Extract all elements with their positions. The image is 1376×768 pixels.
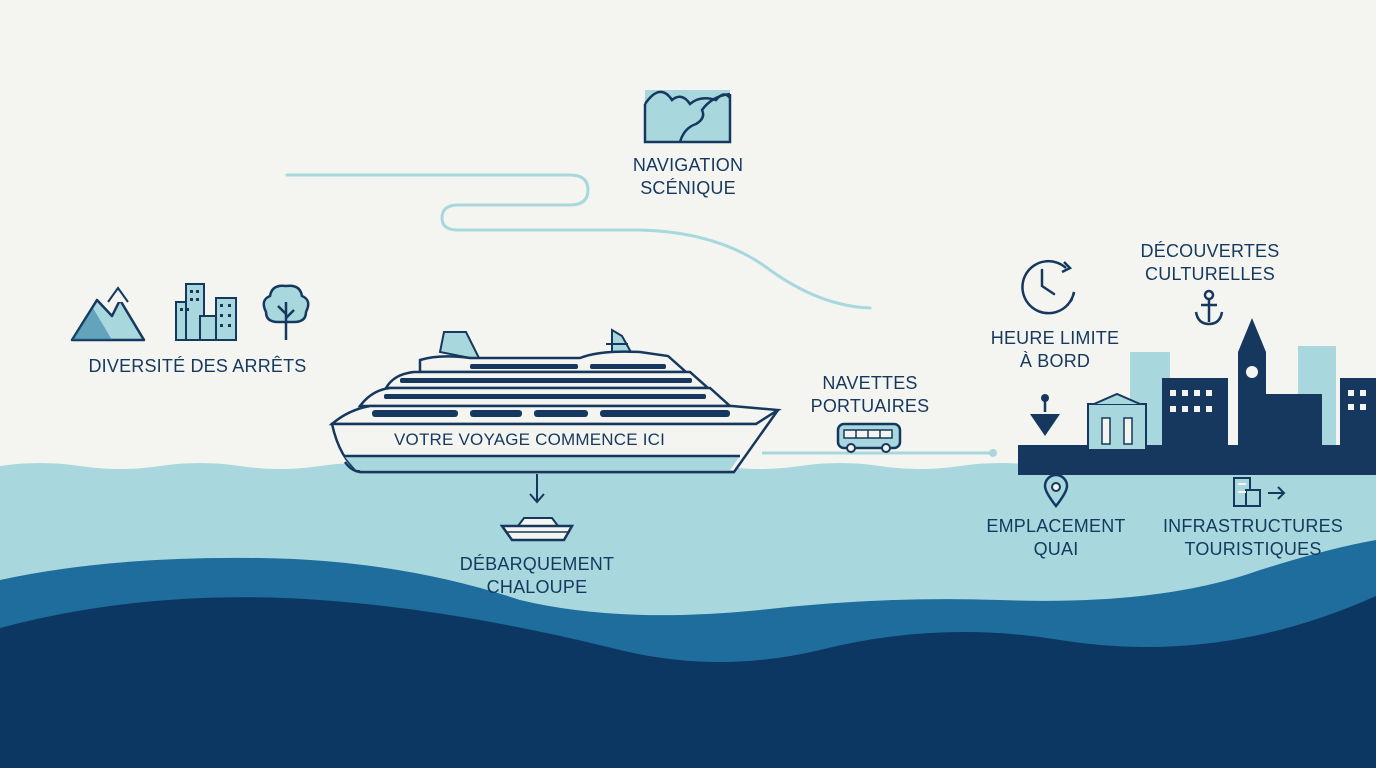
down-arrow-icon bbox=[529, 474, 545, 504]
city-skyline bbox=[1018, 318, 1376, 475]
label-tourist-infrastructure: INFRASTRUCTURES TOURISTIQUES bbox=[1153, 515, 1353, 561]
label-scenic-navigation: NAVIGATION SCÉNIQUE bbox=[588, 154, 788, 200]
pier-pointer-icon bbox=[1030, 394, 1060, 436]
bus-icon bbox=[836, 422, 902, 453]
fjord-icon bbox=[643, 90, 732, 144]
anchor-icon bbox=[1194, 289, 1224, 326]
route-line bbox=[285, 173, 872, 310]
label-pier-location: EMPLACEMENT QUAI bbox=[966, 515, 1146, 561]
label-tender-line-1: DÉBARQUEMENT bbox=[459, 554, 615, 574]
label-scenic-line-2: SCÉNIQUE bbox=[640, 178, 736, 198]
label-cutoff-line-2: À BORD bbox=[1019, 351, 1091, 371]
label-port-shuttles: NAVETTES PORTUAIRES bbox=[790, 372, 950, 418]
label-infra-line-2: TOURISTIQUES bbox=[1184, 539, 1322, 559]
mountain-icon bbox=[70, 286, 146, 342]
label-pier-line-2: QUAI bbox=[1033, 539, 1079, 559]
ship-banner-text: VOTRE VOYAGE COMMENCE ICI bbox=[394, 430, 666, 449]
sea-deep bbox=[0, 596, 1376, 768]
label-stops-line-1: DIVERSITÉ DES ARRÊTS bbox=[88, 356, 307, 376]
label-stop-diversity: DIVERSITÉ DES ARRÊTS bbox=[60, 355, 335, 378]
building-arrow-icon bbox=[1233, 477, 1286, 507]
clock-icon bbox=[1021, 259, 1076, 315]
city-buildings-icon bbox=[175, 283, 237, 341]
tender-boat-icon bbox=[499, 517, 575, 542]
label-pier-line-1: EMPLACEMENT bbox=[986, 516, 1126, 536]
label-culture-line-2: CULTURELLES bbox=[1145, 264, 1275, 284]
location-pin-icon bbox=[1043, 473, 1069, 509]
label-cutoff-line-1: HEURE LIMITE bbox=[990, 328, 1120, 348]
tree-icon bbox=[262, 284, 310, 340]
label-all-aboard-time: HEURE LIMITE À BORD bbox=[965, 327, 1145, 373]
label-tender-line-2: CHALOUPE bbox=[486, 577, 588, 597]
label-shuttles-line-2: PORTUAIRES bbox=[810, 396, 930, 416]
label-cultural-discoveries: DÉCOUVERTES CULTURELLES bbox=[1120, 240, 1300, 286]
label-scenic-line-1: NAVIGATION bbox=[632, 155, 744, 175]
label-shuttles-line-1: NAVETTES bbox=[822, 373, 918, 393]
label-culture-line-1: DÉCOUVERTES bbox=[1140, 241, 1280, 261]
cruise-ship bbox=[328, 328, 782, 474]
label-infra-line-1: INFRASTRUCTURES bbox=[1162, 516, 1343, 536]
label-tender-disembark: DÉBARQUEMENT CHALOUPE bbox=[437, 553, 637, 599]
